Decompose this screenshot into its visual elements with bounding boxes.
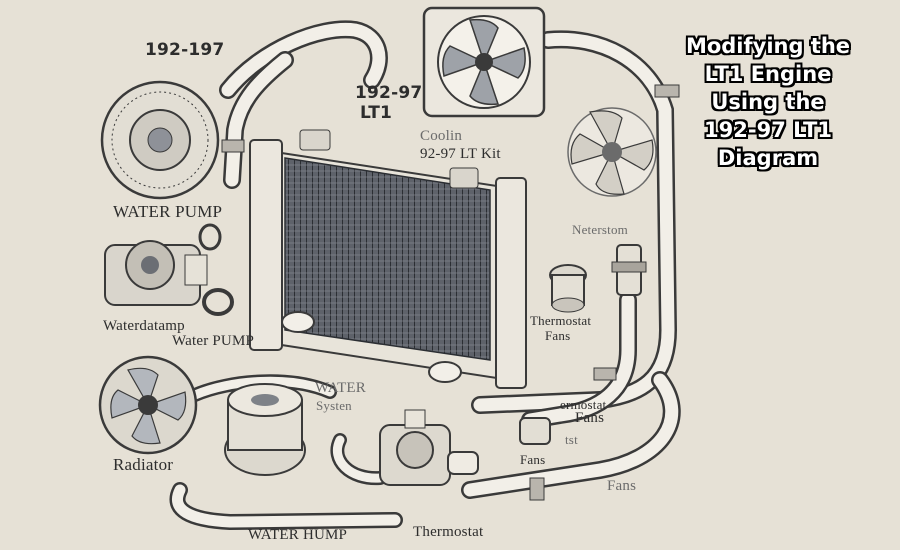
radiator-illustration bbox=[249, 129, 527, 389]
thermostat-fitting-right bbox=[549, 264, 587, 313]
label-fans-small: Fans bbox=[520, 452, 546, 467]
label-fans-right: Fans bbox=[607, 478, 637, 494]
label-top-left-code: 192-197 bbox=[145, 40, 225, 60]
hose-bottom-left bbox=[169, 482, 403, 531]
hose-upper-left bbox=[221, 51, 294, 189]
label-thermostat-fans-2b: Fans bbox=[575, 410, 605, 426]
label-water-pump-1: WATER PUMP bbox=[113, 202, 223, 221]
label-thermostat-bottom: Thermostat bbox=[413, 524, 484, 540]
label-water-pump-2: Water PUMP bbox=[172, 333, 255, 349]
label-water-system-2: Systen bbox=[316, 398, 352, 413]
label-thermostat-fans-1b: Fans bbox=[545, 328, 571, 343]
radiator-fan-housing bbox=[98, 355, 198, 455]
title-line-5: Diagram bbox=[717, 146, 819, 170]
label-water-hump: WATER HUMP bbox=[248, 527, 348, 543]
hose-clamp-fitting bbox=[611, 244, 647, 296]
label-thermostat-fans-1: Thermostat bbox=[530, 313, 592, 328]
label-radiator: Radiator bbox=[113, 455, 174, 474]
title-line-4: 192-97 LT1 bbox=[704, 118, 832, 142]
cooling-fan-shroud bbox=[422, 6, 546, 118]
label-tst: tst bbox=[565, 432, 578, 447]
water-pump-center bbox=[224, 383, 306, 476]
diagram-title: Modifying the LT1 Engine Using the 192-9… bbox=[664, 32, 872, 172]
hose-top-curve bbox=[219, 20, 388, 99]
label-water-system-1: WATER bbox=[315, 380, 366, 396]
hose-right-middle bbox=[521, 291, 637, 429]
label-coolin: Coolin bbox=[420, 128, 463, 144]
label-center-lt1: LT1 bbox=[360, 103, 393, 123]
elbow-fitting-lower bbox=[519, 417, 551, 445]
title-line-1: Modifying the bbox=[685, 34, 851, 58]
label-thermostat-fans-2: ermostat bbox=[560, 397, 607, 412]
water-pump-pulley bbox=[100, 80, 220, 200]
label-heterstom: Neterstom bbox=[572, 222, 628, 237]
pump-assembly-left bbox=[104, 223, 234, 316]
title-line-3: Using the bbox=[711, 90, 825, 114]
hose-lower-right bbox=[461, 371, 681, 501]
thermostat-housing bbox=[379, 409, 479, 486]
label-waterdatamp: Waterdatamp bbox=[103, 318, 185, 334]
label-center-code: 192-97 bbox=[355, 83, 423, 103]
hose-center-lower bbox=[188, 374, 387, 486]
title-line-2: LT1 Engine bbox=[704, 62, 832, 86]
hose-right-long bbox=[471, 30, 680, 414]
label-kit: 92-97 LT Kit bbox=[420, 146, 501, 162]
electric-fan bbox=[567, 107, 657, 197]
